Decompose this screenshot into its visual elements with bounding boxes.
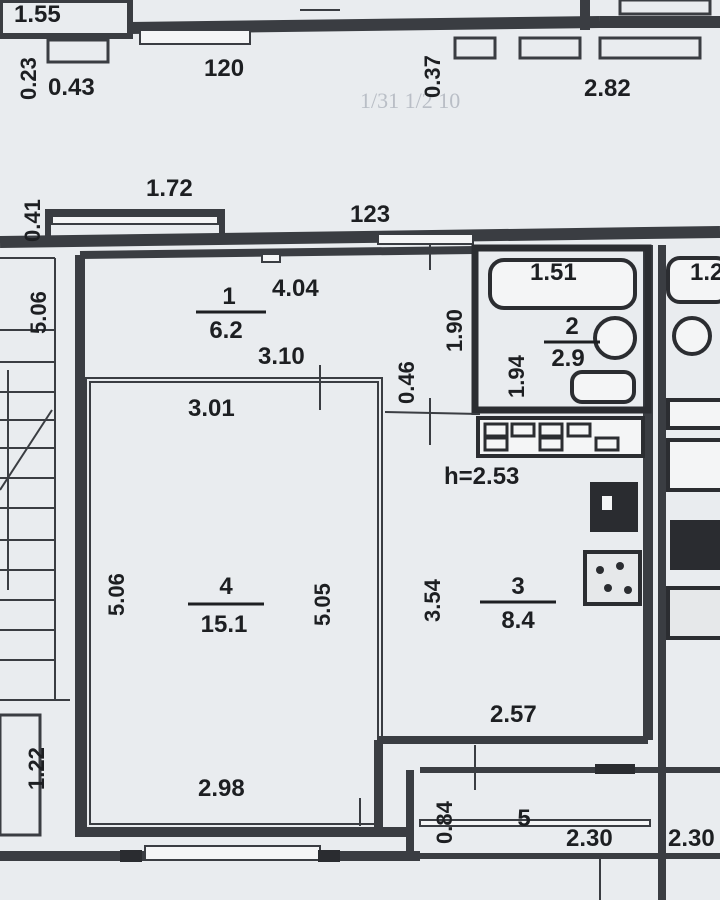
balcony-top — [45, 209, 225, 242]
upper-plan-fragment — [0, 0, 720, 64]
room-5-number: 5 — [517, 805, 530, 832]
dim-room4-left: 5.06 — [104, 573, 129, 616]
dim-stair-height: 5.06 — [26, 291, 51, 334]
room-2-number: 2 — [565, 313, 578, 340]
dim-lower-small: 0.84 — [432, 800, 457, 844]
room-labels: 1 6.2 2 2.9 3 8.4 4 15.1 5 — [188, 283, 600, 832]
dim-balcony-top: 1.72 — [146, 175, 193, 202]
sink — [593, 316, 637, 360]
dim-upper-left-small-a: 0.23 — [16, 57, 41, 100]
background-ghost-text: 1/31 1/2 10 — [360, 88, 460, 113]
room-4-area: 15.1 — [201, 611, 248, 638]
dim-left-wall-small: 0.41 — [20, 199, 45, 242]
dim-entry-window: 123 — [350, 201, 390, 228]
dim-bottom-right-b: 2.30 — [668, 825, 715, 852]
dim-bottom-right-a: 2.30 — [566, 825, 613, 852]
room-2-area: 2.9 — [551, 345, 584, 372]
dim-bath-height: 1.94 — [504, 354, 529, 398]
dim-upper-window: 120 — [204, 55, 244, 82]
dim-hall-width: 4.04 — [272, 275, 319, 302]
kitchen-counter — [583, 550, 642, 606]
dim-kitchen-width: 2.57 — [490, 701, 537, 728]
room-4-number: 4 — [219, 573, 233, 600]
entry-door-opening — [377, 233, 474, 245]
room-1-number: 1 — [222, 283, 235, 310]
dim-upper-right-width: 2.82 — [584, 75, 631, 102]
dim-bath-width: 1.51 — [530, 259, 577, 286]
dim-kitchen-height: 3.54 — [420, 578, 445, 622]
dim-upper-left-small-b: 0.43 — [48, 74, 95, 101]
dim-upper-right-small: 0.37 — [420, 55, 445, 98]
room-3-number: 3 — [511, 573, 524, 600]
room-1-area: 6.2 — [209, 317, 242, 344]
bathtub — [488, 258, 637, 310]
dim-hall-height: 1.90 — [442, 309, 467, 352]
bottom-window — [144, 845, 321, 861]
dim-lower-left: 1.22 — [24, 747, 49, 790]
dim-room-inner-width: 3.01 — [188, 395, 235, 422]
dim-room-top-width: 3.10 — [258, 343, 305, 370]
dimension-labels: 1.55 0.23 0.43 120 0.37 2.82 1.72 0.41 1… — [14, 1, 720, 852]
dim-partition: 0.46 — [394, 361, 419, 404]
dim-top-left-corner: 1.55 — [14, 1, 61, 28]
interior-partitions — [0, 244, 720, 900]
toilet — [570, 370, 636, 404]
dim-bath-right-edge: 1.2 — [690, 259, 720, 286]
dim-room4-bottom: 2.98 — [198, 775, 245, 802]
dim-room4-right: 5.05 — [310, 583, 335, 626]
stove — [590, 482, 638, 532]
room-3-area: 8.4 — [501, 607, 535, 634]
staircase — [0, 257, 70, 701]
ceiling-height: h=2.53 — [444, 463, 519, 490]
